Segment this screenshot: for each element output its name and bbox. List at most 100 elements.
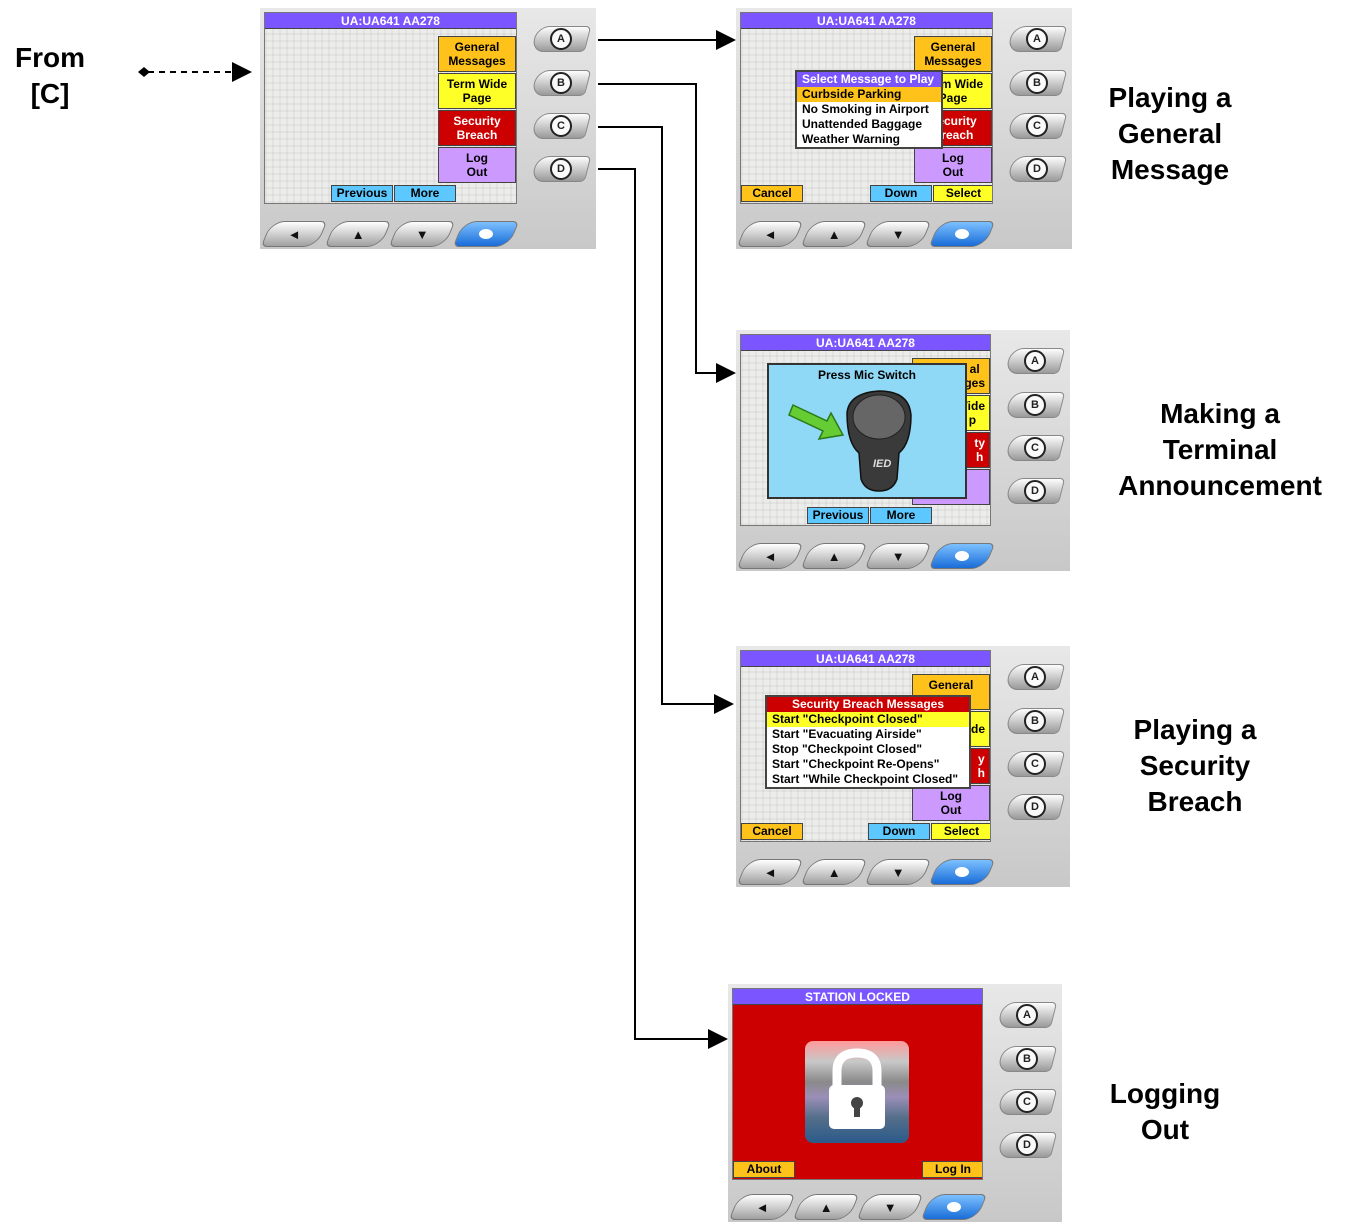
side-button-a[interactable]: A [1004,348,1066,374]
panel-security-breach: UA:UA641 AA278 General es de y h Log Out… [736,646,1070,887]
side-button-a[interactable]: A [996,1002,1058,1028]
padlock-icon [829,1048,885,1129]
panel-general-message: UA:UA641 AA278 General Messages Term Wid… [736,8,1072,249]
nav-enter-button[interactable] [928,859,996,885]
popup-item[interactable]: Start "Checkpoint Re-Opens" [772,757,940,771]
side-button-d[interactable]: D [530,156,592,182]
more-button[interactable]: More [870,507,932,524]
panel-main: UA:UA641 AA278 General Messages Term Wid… [260,8,596,249]
cancel-button[interactable]: Cancel [741,823,803,840]
side-button-b[interactable]: B [996,1046,1058,1072]
down-button[interactable]: Down [870,185,932,202]
down-button[interactable]: Down [868,823,930,840]
nav-down-button[interactable]: ▼ [856,1194,924,1220]
press-mic-switch-prompt: Press Mic Switch [817,368,917,382]
popup-header: Security Breach Messages [767,697,969,712]
popup-item[interactable]: Unattended Baggage [802,117,923,131]
about-button[interactable]: About [733,1161,795,1178]
nav-down-button[interactable]: ▼ [864,859,932,885]
message-select-popup: Select Message to Play Curbside Parking … [795,70,943,149]
title-bar: UA:UA641 AA278 [741,651,990,667]
nav-enter-button[interactable] [928,221,996,247]
nav-left-button[interactable]: ◄ [260,221,328,247]
label-playing-security: Playing a Security Breach [1133,714,1257,817]
nav-down-button[interactable]: ▼ [388,221,456,247]
arrow-c-security [598,126,734,714]
side-button-a[interactable]: A [1006,26,1068,52]
popup-item-selected[interactable]: Curbside Parking [797,87,941,102]
side-button-d[interactable]: D [1004,478,1066,504]
nav-enter-button[interactable] [928,543,996,569]
log-out-button[interactable]: Log Out [438,147,516,183]
previous-button[interactable]: Previous [331,185,393,202]
microphone-illustration: IED [788,390,912,492]
log-in-button[interactable]: Log In [922,1161,982,1178]
diamond-from-c [138,67,150,77]
enter-icon [479,229,493,239]
nav-up-button[interactable]: ▲ [800,543,868,569]
side-button-c[interactable]: C [1004,435,1066,461]
panel-terminal-announcement: UA:UA641 AA278 al ges Vide p ty h Press … [736,330,1070,571]
nav-left-button[interactable]: ◄ [736,859,804,885]
enter-icon [955,867,969,877]
side-button-d[interactable]: D [1006,156,1068,182]
lock-tile [805,1041,909,1143]
security-message-popup: Security Breach Messages Start "Checkpoi… [765,695,971,789]
nav-up-button[interactable]: ▲ [800,859,868,885]
nav-up-button[interactable]: ▲ [800,221,868,247]
popup-item[interactable]: Weather Warning [802,132,901,146]
side-button-d[interactable]: D [996,1132,1058,1158]
previous-button[interactable]: Previous [807,507,869,524]
popup-item-selected[interactable]: Start "Checkpoint Closed" [767,712,969,727]
popup-header: Select Message to Play [797,72,941,87]
green-arrow-icon [788,403,845,440]
side-button-b[interactable]: B [1006,70,1068,96]
title-bar: UA:UA641 AA278 [741,335,990,351]
mic-brand: IED [873,458,891,470]
label-terminal-announcement: Making a Terminal Announcement [1118,398,1322,501]
nav-left-button[interactable]: ◄ [728,1194,796,1220]
side-button-c[interactable]: C [1006,113,1068,139]
enter-icon [955,551,969,561]
nav-enter-button[interactable] [920,1194,988,1220]
label-from: From [C] [15,42,85,109]
screen-security: UA:UA641 AA278 General es de y h Log Out… [740,650,991,842]
screen-general: UA:UA641 AA278 General Messages Term Wid… [740,12,993,204]
cancel-button[interactable]: Cancel [741,185,803,202]
enter-icon [955,229,969,239]
side-button-d[interactable]: D [1004,794,1066,820]
side-button-c[interactable]: C [530,113,592,139]
side-button-c[interactable]: C [996,1089,1058,1115]
general-messages-button[interactable]: General Messages [438,36,516,72]
side-button-a[interactable]: A [530,26,592,52]
popup-item[interactable]: Start "Evacuating Airside" [772,727,922,741]
side-button-c[interactable]: C [1004,751,1066,777]
side-button-a[interactable]: A [1004,664,1066,690]
more-button[interactable]: More [394,185,456,202]
general-messages-button[interactable]: General Messages [914,36,992,72]
side-button-b[interactable]: B [1004,708,1066,734]
nav-left-button[interactable]: ◄ [736,221,804,247]
popup-item[interactable]: No Smoking in Airport [802,102,929,116]
popup-item[interactable]: Start "While Checkpoint Closed" [772,772,959,786]
nav-down-button[interactable]: ▼ [864,221,932,247]
nav-up-button[interactable]: ▲ [792,1194,860,1220]
nav-up-button[interactable]: ▲ [324,221,392,247]
security-breach-button[interactable]: Security Breach [438,110,516,146]
select-button[interactable]: Select [931,823,990,840]
label-playing-general: Playing a General Message [1108,82,1232,185]
log-out-button[interactable]: Log Out [914,147,992,183]
nav-left-button[interactable]: ◄ [736,543,804,569]
select-button[interactable]: Select [933,185,992,202]
popup-item[interactable]: Stop "Checkpoint Closed" [772,742,923,756]
arrow-d-logout [598,168,728,1049]
side-button-b[interactable]: B [530,70,592,96]
log-out-button[interactable]: Log Out [912,785,990,821]
label-logging-out: Logging Out [1109,1078,1221,1145]
nav-down-button[interactable]: ▼ [864,543,932,569]
term-wide-page-button[interactable]: Term Wide Page [438,73,516,109]
side-button-b[interactable]: B [1004,392,1066,418]
screen-main: UA:UA641 AA278 General Messages Term Wid… [264,12,517,204]
nav-enter-button[interactable] [452,221,520,247]
